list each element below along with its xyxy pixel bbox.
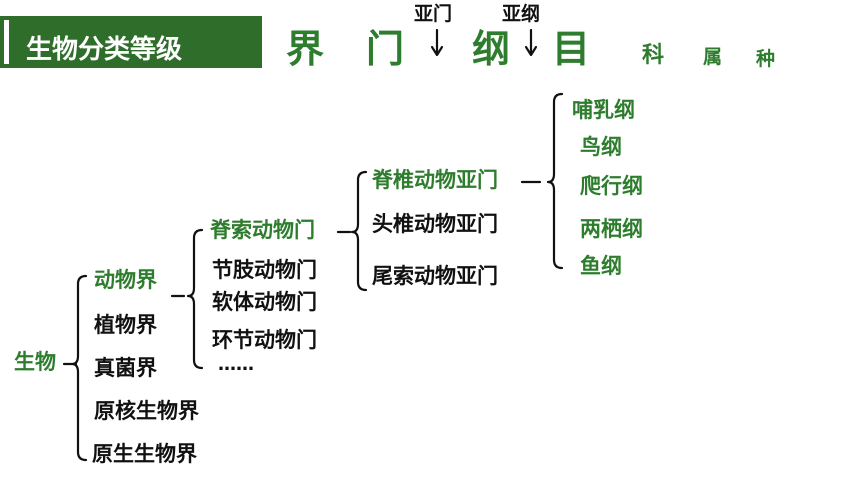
node-phylum-arthropoda: 节肢动物门 (212, 258, 317, 282)
bracket-root (62, 274, 88, 462)
node-kingdom-prokaryote: 原核生物界 (94, 399, 199, 423)
node-kingdom-plant: 植物界 (94, 313, 157, 337)
node-subphylum-urochordata: 尾索动物亚门 (372, 264, 498, 288)
arrow-subclass (524, 28, 538, 57)
rank-kingdom: 界 (286, 27, 325, 71)
node-subphylum-vertebrata: 脊椎动物亚门 (372, 168, 498, 192)
node-kingdom-fungi: 真菌界 (94, 356, 157, 380)
node-class-amphibia: 两栖纲 (580, 217, 643, 241)
bracket-vertebrata (520, 92, 564, 270)
arrow-subphylum (430, 28, 444, 57)
node-phylum-annelida: 环节动物门 (212, 328, 317, 352)
node-subphylum-cephalochordata: 头椎动物亚门 (372, 212, 498, 236)
node-phylum-chordata: 脊索动物门 (210, 218, 315, 242)
title-accent-stripe (4, 20, 9, 64)
bracket-chordata (336, 170, 368, 292)
rank-subphylum: 亚门 (414, 3, 453, 25)
node-kingdom-animal: 动物界 (94, 268, 157, 292)
rank-class: 纲 (472, 27, 511, 71)
node-class-reptilia: 爬行纲 (580, 174, 643, 198)
node-root: 生物 (14, 350, 56, 374)
rank-species: 种 (756, 48, 776, 70)
rank-genus: 属 (703, 46, 723, 68)
title-background (0, 16, 262, 68)
node-kingdom-protist: 原生生物界 (92, 442, 197, 466)
rank-phylum: 门 (366, 27, 405, 71)
rank-family: 科 (642, 43, 665, 68)
rank-order: 目 (552, 27, 591, 71)
node-class-pisces: 鱼纲 (580, 254, 622, 278)
node-phylum-mollusca: 软体动物门 (212, 290, 317, 314)
rank-subclass: 亚纲 (502, 3, 541, 25)
page-title: 生物分类等级 (26, 35, 183, 65)
node-class-aves: 鸟纲 (580, 135, 622, 159)
bracket-animal-kingdom (170, 228, 204, 370)
node-class-mammalia: 哺乳纲 (572, 98, 635, 122)
node-phylum-ellipsis: …… (218, 354, 254, 375)
title-bar: 生物分类等级 (0, 16, 262, 68)
